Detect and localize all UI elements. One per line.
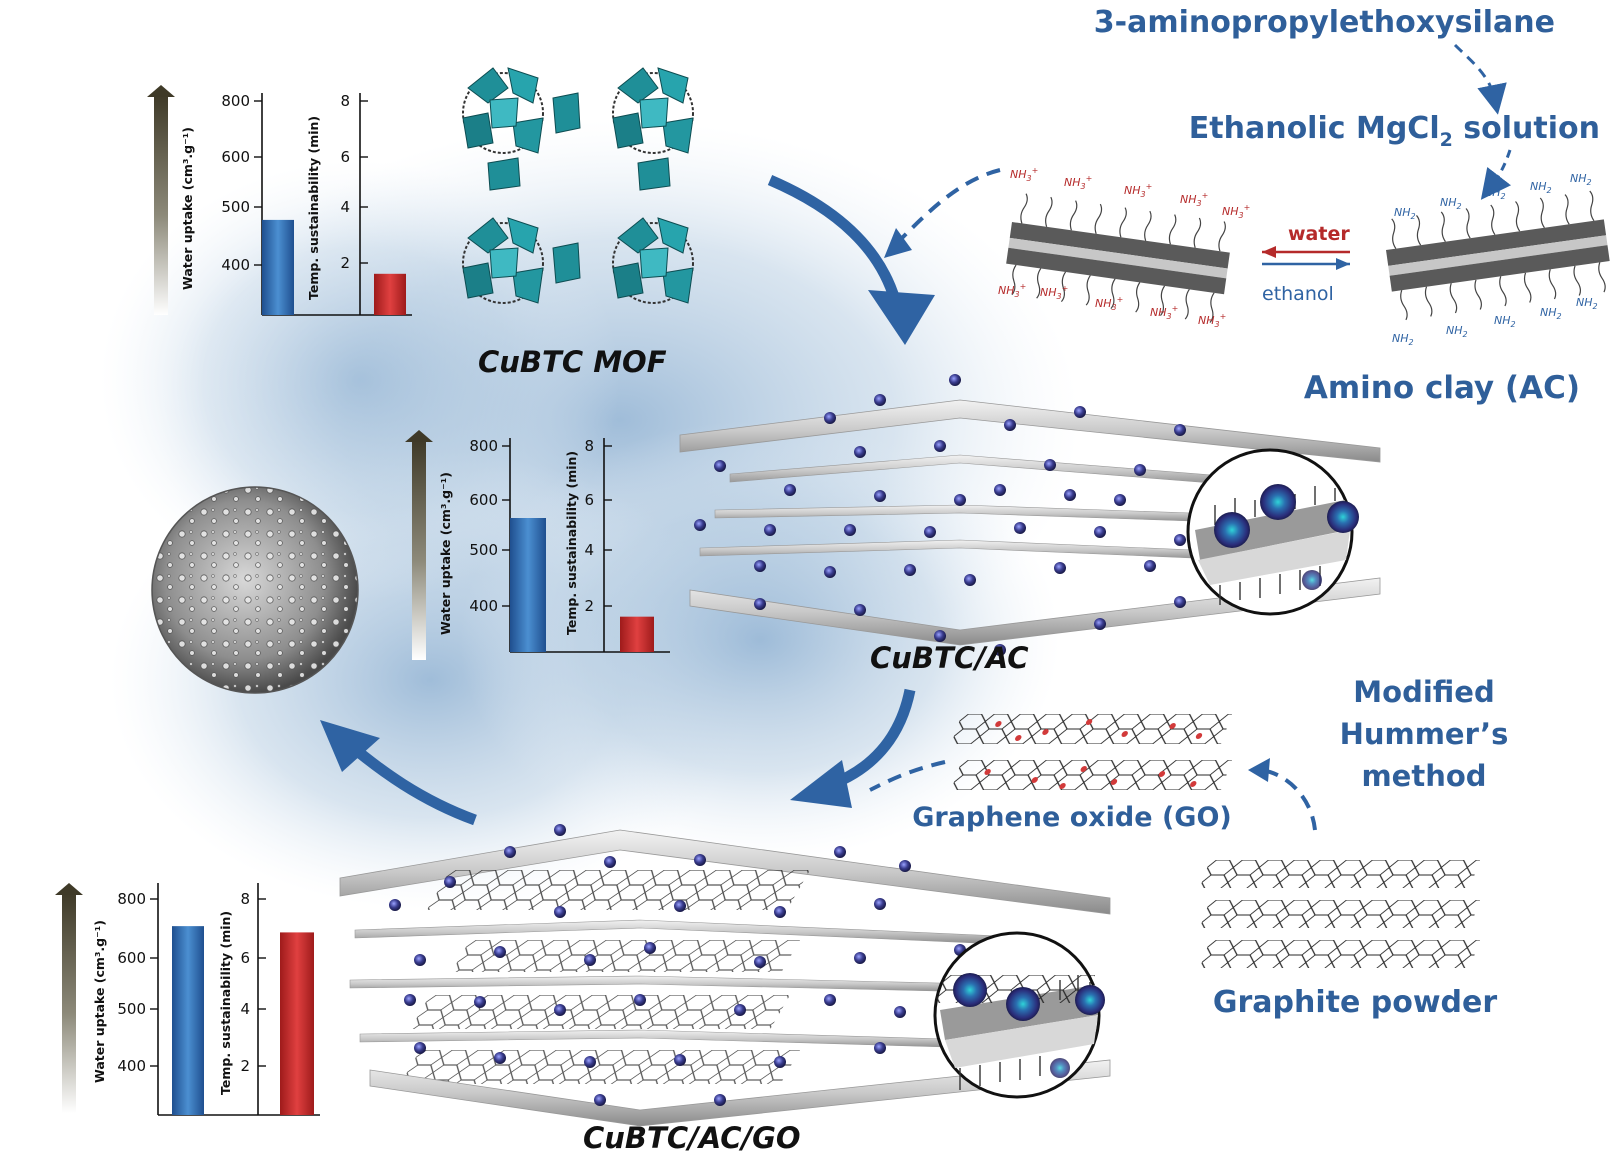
arrow-amino-clay-to-composite [898, 168, 1001, 242]
left-tick-label: 600 [221, 148, 250, 166]
nh3-label: NH3+ [998, 282, 1026, 299]
water-droplet-sphere [151, 486, 359, 694]
nh3-label: NH3+ [1222, 203, 1250, 220]
cubtc-ac-go-composite [339, 824, 1111, 1127]
right-tick-label: 6 [584, 491, 594, 509]
arrow-go-to-composite [869, 760, 946, 792]
nh2-label: NH2 [1392, 332, 1414, 347]
arrow-graphite-to-go [1261, 768, 1317, 831]
nh3-label: NH3+ [1198, 312, 1226, 329]
right-tick-label: 4 [240, 1000, 250, 1018]
nh2-label: NH2 [1446, 324, 1468, 339]
left-tick-label: 600 [117, 949, 146, 967]
nh2-label: NH2 [1394, 206, 1416, 221]
right-tick-label: 2 [240, 1057, 250, 1075]
left-tick-label: 400 [117, 1057, 146, 1075]
left-axis-title: Water uptake (cm³.g⁻¹) [180, 127, 195, 290]
label-cubtc-ac: CuBTC/AC [870, 641, 1029, 675]
right-tick-label: 4 [340, 198, 350, 216]
right-tick-label: 8 [340, 92, 350, 110]
label-amino-clay: Amino clay (AC) [1304, 370, 1580, 406]
right-tick-label: 2 [340, 254, 350, 272]
right-ticks: 8 6 4 2 [584, 437, 612, 615]
nh3-label: NH3+ [1040, 284, 1068, 301]
left-tick-label: 600 [469, 491, 498, 509]
label-aminopropylethoxysilane: 3-aminopropylethoxysilane [1094, 5, 1555, 40]
label-modified: Modified [1353, 675, 1494, 709]
temp-sustainability-bar [280, 932, 314, 1115]
label-graphene-oxide: Graphene oxide (GO) [912, 802, 1232, 833]
right-tick-label: 6 [240, 949, 250, 967]
nh2-label: NH2 [1494, 314, 1516, 329]
nh3-label: NH3+ [1150, 304, 1178, 321]
label-hummers: Hummer’s [1340, 717, 1509, 751]
mof-structure-image [462, 67, 694, 304]
label-graphite-powder: Graphite powder [1213, 985, 1498, 1020]
nh3-label: NH3+ [1124, 182, 1152, 199]
arrow-to-mgcl [1453, 43, 1507, 115]
label-cubtc-mof: CuBTC MOF [478, 345, 667, 379]
nh2-label: NH2 [1484, 186, 1506, 201]
left-tick-label: 800 [117, 890, 146, 908]
arrow-to-amino-clay [1480, 149, 1512, 200]
left-axis-title: Water uptake (cm³.g⁻¹) [438, 472, 453, 635]
left-tick-label: 500 [117, 1000, 146, 1018]
amino-clay: NH2 NH2 NH2 NH2 NH2 NH2 NH2 NH2 NH2 NH2 [1386, 172, 1610, 347]
zoom-circle-go [933, 931, 1105, 1099]
left-ticks: 800 600 500 400 [469, 437, 510, 615]
right-tick-label: 2 [584, 597, 594, 615]
nh2-label: NH2 [1540, 306, 1562, 321]
label-method: method [1361, 759, 1486, 793]
nh3-label: NH3+ [1180, 191, 1208, 208]
left-tick-label: 500 [221, 198, 250, 216]
right-ticks: 8 6 4 2 [340, 92, 368, 272]
chart-cubtc-ac: Water uptake (cm³.g⁻¹) 800 600 500 400 T… [405, 430, 670, 660]
temp-sustainability-bar [620, 616, 654, 652]
graphite-powder-sheets [1199, 860, 1480, 968]
right-tick-label: 8 [584, 437, 594, 455]
cubtc-ac-composite [679, 374, 1381, 656]
nh2-label: NH2 [1576, 296, 1598, 311]
chart-cubtc-ac-go: Water uptake (cm³.g⁻¹) 800 600 500 400 T… [55, 883, 320, 1116]
right-axis-title: Temp. sustainability (min) [218, 911, 233, 1095]
nh3-label: NH3+ [1095, 295, 1123, 312]
label-ethanol: ethanol [1262, 283, 1334, 305]
label-ethanolic-mgcl2-solution: Ethanolic MgCl2 solution [1189, 111, 1600, 151]
left-tick-label: 500 [469, 541, 498, 559]
nh3-label: NH3+ [1010, 166, 1038, 183]
gradient-arrow-head [147, 85, 175, 97]
nh2-label: NH2 [1570, 172, 1592, 187]
water-uptake-bar [262, 219, 294, 315]
left-tick-label: 400 [469, 597, 498, 615]
nh2-label: NH2 [1530, 180, 1552, 195]
right-tick-label: 8 [240, 890, 250, 908]
left-tick-label: 800 [221, 92, 250, 110]
right-axis-title: Temp. sustainability (min) [564, 451, 579, 635]
chart-cubtc-mof: Water uptake (cm³.g⁻¹) 800 600 500 400 T… [147, 85, 412, 316]
right-tick-label: 4 [584, 541, 594, 559]
temp-sustainability-bar [374, 273, 406, 315]
zoom-circle-ac [1186, 448, 1359, 616]
water-uptake-bar [172, 926, 204, 1115]
nh3-label: NH3+ [1064, 174, 1092, 191]
right-ticks: 8 6 4 2 [240, 890, 266, 1075]
nh2-label: NH2 [1440, 196, 1462, 211]
right-axis-title: Temp. sustainability (min) [306, 116, 321, 300]
label-water: water [1288, 223, 1350, 245]
protonated-amino-clay: NH3+ NH3+ NH3+ NH3+ NH3+ NH3+ NH3+ NH3+ … [998, 166, 1250, 329]
arrow-mof-to-cubtc-ac [767, 174, 901, 302]
water-uptake-bar [510, 518, 546, 652]
left-ticks: 800 600 500 400 [117, 890, 158, 1075]
label-cubtc-ac-go: CuBTC/AC/GO [583, 1121, 801, 1155]
left-ticks: 800 600 500 400 [221, 92, 262, 274]
graphene-oxide-sheets [951, 714, 1232, 790]
left-tick-label: 400 [221, 256, 250, 274]
left-tick-label: 800 [469, 437, 498, 455]
right-tick-label: 6 [340, 148, 350, 166]
gradient-arrow-shaft [154, 95, 168, 315]
left-axis-title: Water uptake (cm³.g⁻¹) [92, 920, 107, 1083]
